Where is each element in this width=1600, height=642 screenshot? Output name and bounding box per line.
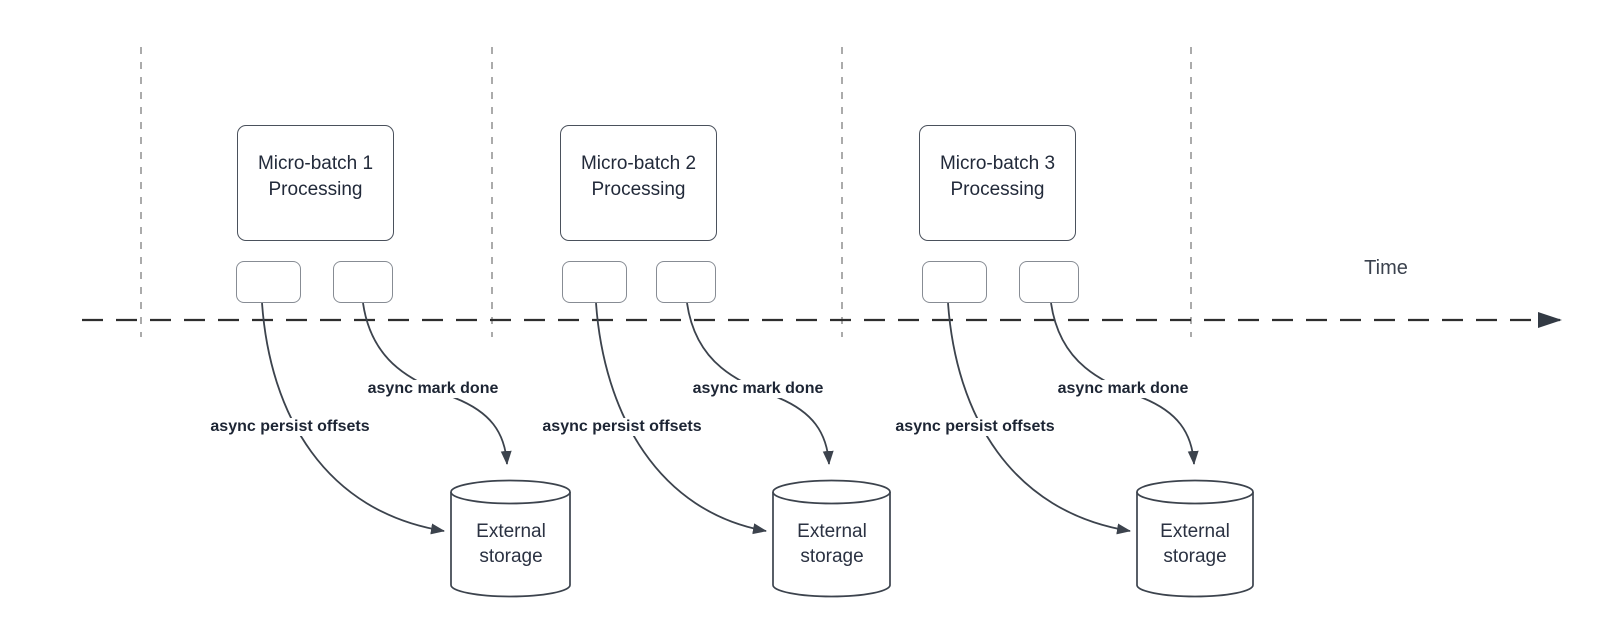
external-storage-cylinder-1: [450, 479, 571, 598]
time-axis-label: Time: [1364, 257, 1408, 279]
micro-batch-1-title-line2: Processing: [268, 179, 363, 200]
micro-batch-3-title-line2: Processing: [950, 179, 1045, 200]
async-task-box-2-left: [562, 261, 627, 303]
external-storage-cylinder-3: [1136, 479, 1254, 598]
persist-offsets-label-1: async persist offsets: [207, 418, 373, 436]
micro-batch-2-box: Micro-batch 2 Processing: [560, 125, 717, 241]
micro-batch-3-box: Micro-batch 3 Processing: [919, 125, 1076, 241]
persist-offsets-arrow-1: [261, 302, 445, 535]
persist-offsets-arrow-3: [947, 302, 1131, 535]
mark-done-label-1: async mark done: [364, 380, 502, 398]
micro-batch-2-title-line1: Micro-batch 2: [580, 153, 697, 174]
mark-done-label-3: async mark done: [1054, 380, 1192, 398]
mark-done-label-2: async mark done: [689, 380, 827, 398]
async-task-box-3-right: [1019, 261, 1079, 303]
async-task-box-3-left: [922, 261, 987, 303]
external-storage-cylinder-2: [772, 479, 891, 598]
async-task-box-2-right: [656, 261, 716, 303]
external-storage-label-3: External storage: [1160, 521, 1230, 567]
async-task-box-1-left: [236, 261, 301, 303]
async-task-box-1-right: [333, 261, 393, 303]
micro-batch-1-title-line1: Micro-batch 1: [257, 153, 374, 174]
persist-offsets-label-2: async persist offsets: [539, 418, 705, 436]
persist-offsets-arrow-2: [595, 302, 767, 535]
external-storage-label-1: External storage: [476, 521, 546, 567]
micro-batch-3-title-line1: Micro-batch 3: [939, 153, 1056, 174]
micro-batch-1-box: Micro-batch 1 Processing: [237, 125, 394, 241]
micro-batch-2-title-line2: Processing: [591, 179, 686, 200]
persist-offsets-label-3: async persist offsets: [892, 418, 1058, 436]
external-storage-label-2: External storage: [797, 521, 867, 567]
